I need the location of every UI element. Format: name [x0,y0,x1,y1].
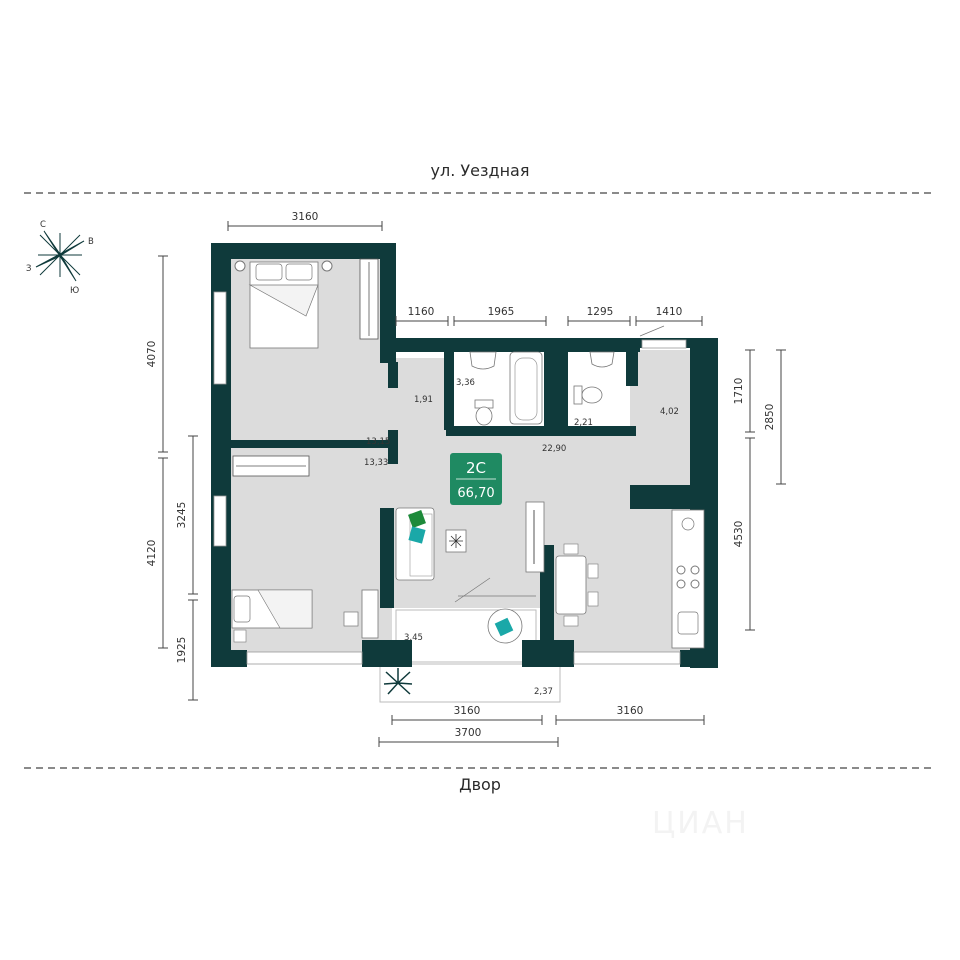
area-bath: 3,36 [456,378,475,388]
tv-stand-icon [525,501,545,573]
dining-table-icon [555,543,599,627]
dim-2850: 2850 [764,404,776,431]
bathtub-icon [509,351,543,425]
dimension-lines [158,221,786,747]
dim-1710: 1710 [733,378,745,405]
compass-west: З [26,264,31,274]
compass-icon: С В Ю З [26,220,94,296]
dim-1965: 1965 [488,306,515,318]
wardrobe-bottom-icon [232,455,310,477]
armchair-icon [487,608,523,644]
dim-1295: 1295 [587,306,614,318]
area-bedroom-bottom: 13,33 [364,458,388,468]
dim-1160: 1160 [408,306,435,318]
toilet-bath-icon [474,399,494,426]
dim-1410: 1410 [656,306,683,318]
dim-bottom-3160-left: 3160 [454,705,481,717]
area-loggia-inner: 3,45 [404,633,423,643]
dim-4120: 4120 [146,540,158,567]
area-hall: 1,91 [414,395,433,405]
rug-icon [445,529,467,553]
apartment-area: 66,70 [457,486,494,501]
area-loggia-outer: 2,37 [534,687,553,697]
kitchen-counter-icon [671,509,705,649]
area-bedroom-top: 13,15 [366,437,390,447]
single-bed-icon [231,589,313,643]
dim-top-bedroom: 3160 [292,211,319,223]
watermark: ЦИАН [652,806,749,841]
windows [213,291,687,665]
street-name-bottom: Двор [459,775,501,794]
loggia-outer [379,663,561,703]
dim-4530: 4530 [733,521,745,548]
compass-north: С [40,220,46,230]
area-storage: 4,02 [660,407,679,417]
sink-bath-icon [469,351,497,370]
compass-south: Ю [70,286,79,296]
entry-door [639,325,665,337]
sink-wc-icon [589,351,615,368]
door-swing [454,577,491,603]
area-living: 22,90 [542,444,566,454]
wardrobe-icon [359,258,379,340]
desk-icon [343,589,379,639]
dim-3700: 3700 [455,727,482,739]
sofa-icon [395,507,435,581]
compass-east: В [88,237,94,247]
apartment-badge: 2С 66,70 [450,453,502,505]
dim-bottom-3160-right: 3160 [617,705,644,717]
dim-4070: 4070 [146,341,158,368]
street-name-top: ул. Уездная [430,161,530,180]
toilet-wc-icon [573,385,603,405]
dim-3245: 3245 [176,502,188,529]
apartment-type: 2С [466,459,486,477]
double-bed-icon [234,260,333,349]
area-wc: 2,21 [574,418,593,428]
dim-1925: 1925 [176,637,188,664]
plant-icon [383,668,413,695]
